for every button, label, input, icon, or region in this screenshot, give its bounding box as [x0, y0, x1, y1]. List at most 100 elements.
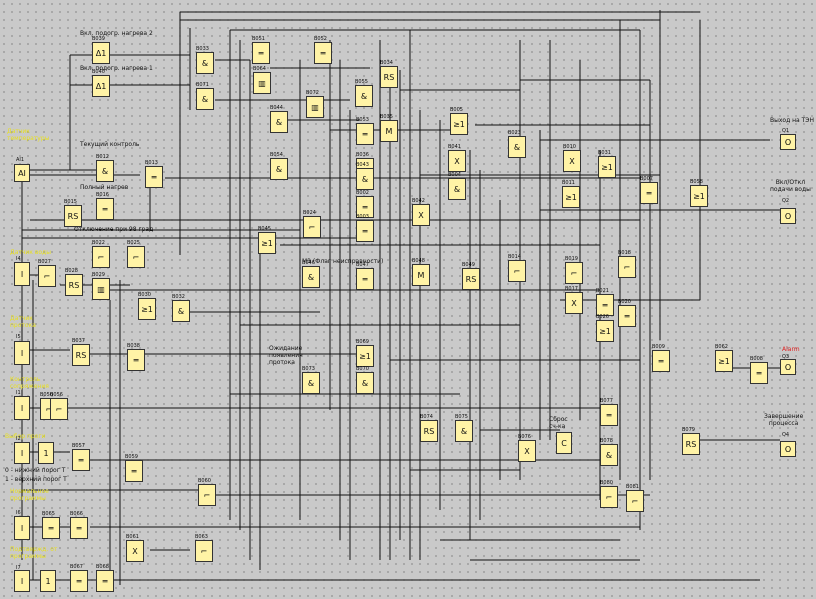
analog-input-block[interactable]: AI: [14, 164, 30, 182]
function-block[interactable]: ═: [600, 404, 618, 426]
function-block[interactable]: ═: [652, 350, 670, 372]
digital-input-block[interactable]: I: [14, 570, 30, 592]
function-block[interactable]: &: [508, 136, 526, 158]
output-block-alarm[interactable]: O: [780, 359, 796, 375]
constant-block[interactable]: 1: [40, 570, 56, 592]
function-block[interactable]: ═: [750, 362, 768, 384]
function-block[interactable]: ≥1: [138, 298, 156, 320]
function-block[interactable]: ⌐: [198, 484, 216, 506]
function-block[interactable]: ═: [127, 349, 145, 371]
function-block[interactable]: M: [412, 264, 430, 286]
function-block[interactable]: &: [196, 88, 214, 110]
function-block[interactable]: Δ1: [92, 75, 110, 97]
block-tag: B047: [356, 262, 369, 268]
function-block[interactable]: &: [448, 178, 466, 200]
function-block[interactable]: ≥1: [450, 113, 468, 135]
block-tag: B053: [356, 117, 369, 123]
function-block[interactable]: X: [563, 150, 581, 172]
function-block[interactable]: ═: [356, 220, 374, 242]
function-block[interactable]: ≥1: [598, 156, 616, 178]
function-block[interactable]: X: [518, 440, 536, 462]
function-block[interactable]: ≥1: [690, 185, 708, 207]
function-block[interactable]: ⌐: [565, 262, 583, 284]
function-block[interactable]: &: [96, 160, 114, 182]
function-block[interactable]: &: [196, 52, 214, 74]
constant-block[interactable]: 1: [38, 442, 54, 464]
function-block[interactable]: ═: [252, 42, 270, 64]
function-block[interactable]: RS: [72, 344, 90, 366]
function-block[interactable]: &: [302, 372, 320, 394]
function-block[interactable]: ▥: [253, 72, 271, 94]
function-block[interactable]: ═: [618, 305, 636, 327]
function-block[interactable]: ≥1: [258, 232, 276, 254]
function-block[interactable]: X: [565, 292, 583, 314]
function-block[interactable]: ⌐: [38, 265, 56, 287]
function-block[interactable]: RS: [420, 420, 438, 442]
function-block[interactable]: X: [448, 150, 466, 172]
function-block[interactable]: ═: [314, 42, 332, 64]
annotation-heat-1: Вкл. подогр. нагрева 1: [80, 65, 153, 72]
function-block[interactable]: ▥: [306, 96, 324, 118]
function-block[interactable]: &: [356, 168, 374, 190]
function-block[interactable]: &: [455, 420, 473, 442]
function-block[interactable]: ⌐: [618, 256, 636, 278]
function-block[interactable]: RS: [682, 433, 700, 455]
output-block-water[interactable]: O: [780, 208, 796, 224]
digital-input-block[interactable]: I: [14, 442, 30, 464]
function-block[interactable]: RS: [64, 205, 82, 227]
function-block[interactable]: ≥1: [596, 320, 614, 342]
output-block-finish[interactable]: O: [780, 441, 796, 457]
function-block[interactable]: ═: [42, 517, 60, 539]
block-tag: B065: [42, 511, 55, 517]
function-block[interactable]: Δ1: [92, 42, 110, 64]
function-block[interactable]: &: [356, 372, 374, 394]
function-block[interactable]: ⌐: [195, 540, 213, 562]
function-block[interactable]: RS: [380, 66, 398, 88]
block-tag: B024: [303, 210, 316, 216]
function-block[interactable]: &: [600, 444, 618, 466]
function-block[interactable]: X: [126, 540, 144, 562]
function-block[interactable]: ═: [70, 517, 88, 539]
block-tag: B012: [96, 154, 109, 160]
function-block[interactable]: ═: [96, 570, 114, 592]
function-block[interactable]: ═: [356, 196, 374, 218]
function-block[interactable]: ▥: [92, 278, 110, 300]
digital-input-block[interactable]: I: [14, 516, 30, 540]
function-block[interactable]: ≥1: [562, 186, 580, 208]
digital-input-block[interactable]: I: [14, 262, 30, 286]
function-block[interactable]: ═: [596, 294, 614, 316]
function-block[interactable]: ═: [96, 198, 114, 220]
digital-input-block[interactable]: I: [14, 396, 30, 420]
function-block[interactable]: ⌐: [303, 216, 321, 238]
function-block[interactable]: ⌐: [127, 246, 145, 268]
block-tag: B017: [565, 286, 578, 292]
function-block[interactable]: ≥1: [356, 345, 374, 367]
function-block[interactable]: RS: [65, 274, 83, 296]
function-block[interactable]: ≥1: [715, 350, 733, 372]
function-block[interactable]: ═: [640, 182, 658, 204]
function-block[interactable]: ═: [125, 460, 143, 482]
function-block[interactable]: ═: [72, 449, 90, 471]
function-block[interactable]: &: [302, 266, 320, 288]
function-block[interactable]: ⌐: [50, 398, 68, 420]
input-label-program-confirm: Подтвержд. от программы: [10, 546, 58, 560]
function-block[interactable]: &: [355, 85, 373, 107]
function-block[interactable]: ═: [145, 166, 163, 188]
function-block[interactable]: ═: [70, 570, 88, 592]
function-block[interactable]: X: [412, 204, 430, 226]
function-block[interactable]: ═: [356, 123, 374, 145]
function-block[interactable]: ⌐: [92, 246, 110, 268]
function-block[interactable]: ⌐: [600, 486, 618, 508]
function-block[interactable]: &: [270, 158, 288, 180]
function-block[interactable]: M: [380, 120, 398, 142]
function-block[interactable]: &: [172, 300, 190, 322]
output-block-heater[interactable]: O: [780, 134, 796, 150]
function-block[interactable]: ⌐: [626, 490, 644, 512]
block-tag: B003: [356, 214, 369, 220]
function-block[interactable]: &: [270, 111, 288, 133]
function-block[interactable]: RS: [462, 268, 480, 290]
digital-input-block[interactable]: I: [14, 341, 30, 365]
counter-reset-block[interactable]: C: [556, 432, 572, 454]
function-block[interactable]: ⌐: [508, 260, 526, 282]
function-block[interactable]: ═: [356, 268, 374, 290]
